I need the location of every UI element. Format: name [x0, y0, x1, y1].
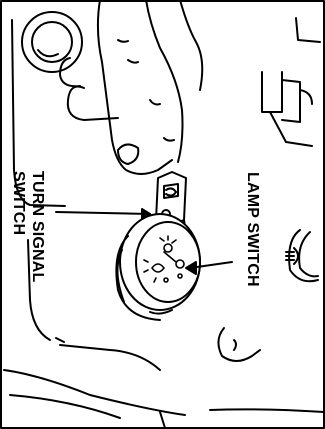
turn-signal-label-line1: TURN SIGNAL [29, 171, 46, 283]
lamp-switch-label: LAMP SWITCH [244, 172, 261, 287]
top-left-knob [22, 12, 82, 72]
turn-signal-label-line2: SWITCH [10, 171, 27, 235]
headlamp-symbol-panel [218, 230, 318, 361]
hand-illustration [60, 0, 202, 174]
top-right-bracket [262, 18, 320, 146]
lamp-switch-leader-line [186, 262, 232, 274]
